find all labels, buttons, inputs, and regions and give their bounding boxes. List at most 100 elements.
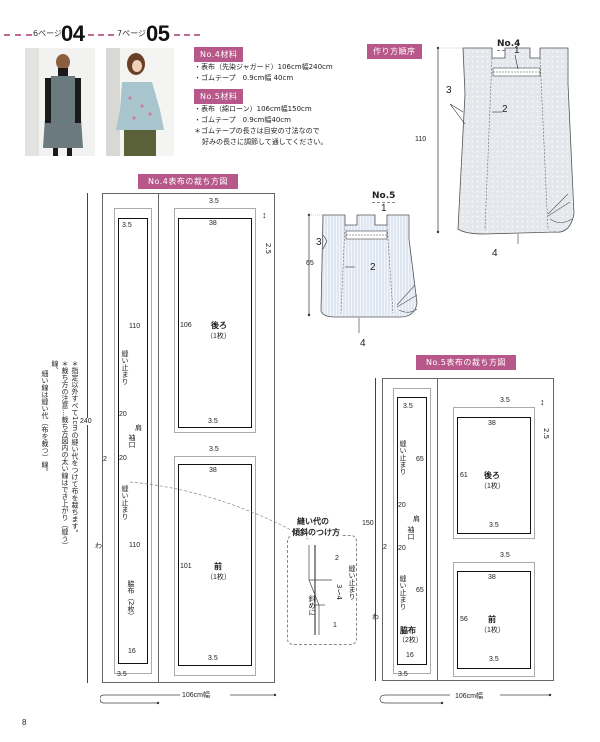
back-piece-seam xyxy=(457,417,531,534)
pattern-number-04: 04 xyxy=(61,21,85,46)
garment-no5-illustration xyxy=(307,213,418,333)
total-length-line xyxy=(375,378,376,681)
fabric-width: 106cm幅 xyxy=(182,692,211,699)
dim-label: 20 xyxy=(398,545,406,552)
total-length-line xyxy=(87,193,88,683)
arrow-icon: ↕ xyxy=(540,397,545,407)
stop-mark-label: 縫い止まり xyxy=(399,575,407,610)
dim-label: 2.5 xyxy=(542,428,550,440)
dim-label: 2 xyxy=(103,456,107,463)
dim-label: 56 xyxy=(460,616,468,623)
shoulder-label: 肩 xyxy=(135,425,142,432)
dim-label: 3.5 xyxy=(208,655,218,662)
piece-count: （1枚） xyxy=(206,333,231,340)
fabric-outline xyxy=(102,193,275,683)
piece-name: 前 xyxy=(488,615,496,624)
piece-name: 後ろ xyxy=(211,321,227,330)
materials-title-no4: No.4材料 xyxy=(194,47,244,62)
page-ref-04: 6ページ xyxy=(33,29,62,38)
side-panel-cut xyxy=(393,388,431,674)
dim-label: 3.5 xyxy=(209,198,219,205)
dim-label: 20 xyxy=(119,411,127,418)
dim-label: 3.5 xyxy=(500,397,510,404)
step-marker-2: 2 xyxy=(370,262,376,273)
header-dash xyxy=(88,34,114,36)
fold-label: わ xyxy=(372,614,379,621)
fabric-outline xyxy=(382,378,554,681)
photo-no5 xyxy=(106,48,174,156)
back-piece-seam xyxy=(178,218,252,428)
header-dash xyxy=(174,34,200,36)
dim-label: 3.5 xyxy=(122,222,132,229)
armhole-label: 袖口 xyxy=(407,526,415,540)
fabric-fold-line xyxy=(437,378,438,681)
page-ref-05: 7ページ xyxy=(117,29,146,38)
dim-label: 2 xyxy=(335,555,339,562)
dim-label: 1 xyxy=(333,622,337,629)
front-piece-cut xyxy=(174,456,256,676)
dim-label: 3.5 xyxy=(117,671,127,678)
dim-label: 3.5 xyxy=(398,671,408,678)
piece-name: 前 xyxy=(214,562,222,571)
dim-label: 16 xyxy=(128,648,136,655)
dim-label: 106 xyxy=(180,322,192,329)
diagonal-label: 斜めに xyxy=(308,595,316,616)
material-item: ・ゴムテープ 0.9cm幅40cm xyxy=(194,116,291,124)
pattern-number-05: 05 xyxy=(146,21,170,46)
dim-label: 2 xyxy=(383,544,387,551)
dim-label: 20 xyxy=(398,502,406,509)
front-piece-cut xyxy=(453,562,535,677)
material-item: ・表布（綿ローン）106cm幅150cm xyxy=(194,105,312,113)
stop-mark-label: 縫い止まり xyxy=(121,485,129,520)
step-marker-1: 1 xyxy=(514,45,520,56)
back-piece-cut xyxy=(174,208,256,433)
layout-no5-title: No.5表布の裁ち方図 xyxy=(416,355,516,370)
side-panel-seam xyxy=(118,218,148,664)
piece-count: （1枚） xyxy=(206,574,231,581)
dim-label: 65 xyxy=(416,587,424,594)
material-note: 好みの長さに調節して通してください。 xyxy=(202,138,328,146)
fabric-width-arrow xyxy=(379,693,552,705)
material-item: ・ゴムテープ 0.9cm幅 40cm xyxy=(194,74,294,82)
dim-label: 110 xyxy=(129,323,141,330)
dim-label: 16 xyxy=(406,652,414,659)
dim-label: 2.5 xyxy=(264,243,272,255)
piece-name: 後ろ xyxy=(484,471,500,480)
step-marker-3: 3 xyxy=(316,237,322,248)
detail-title: 傾斜のつけ方 xyxy=(290,527,342,538)
dim-label: 38 xyxy=(209,467,217,474)
dim-label: 65 xyxy=(416,456,424,463)
stop-mark-label: 縫い止まり xyxy=(348,565,356,600)
side-panel-cut xyxy=(114,208,152,674)
materials-title-no5: No.5材料 xyxy=(194,89,244,104)
dim-label: 3.5 xyxy=(403,403,413,410)
dim-label: 38 xyxy=(209,220,217,227)
total-length: 240 xyxy=(80,418,92,425)
dim-label: 3.5 xyxy=(209,446,219,453)
dim-label: 3.5 xyxy=(208,418,218,425)
side-panel-seam xyxy=(397,397,427,665)
step-marker-1: 1 xyxy=(381,203,387,214)
header-dash xyxy=(4,34,32,36)
detail-connector xyxy=(130,481,311,541)
front-piece-seam xyxy=(457,571,531,669)
material-item: ・表布（先染ジャガード）106cm幅240cm xyxy=(194,63,333,71)
front-piece-seam xyxy=(178,464,252,666)
step-marker-3: 3 xyxy=(446,85,452,96)
garment-no4-height: 110 xyxy=(415,136,427,143)
piece-count: （2枚） xyxy=(398,637,423,644)
dim-label: 61 xyxy=(460,472,468,479)
dim-label: 101 xyxy=(180,563,192,570)
stop-mark-label: 縫い止まり xyxy=(399,440,407,475)
fold-label: わ xyxy=(95,543,102,550)
piece-name: 脇布 xyxy=(400,626,416,635)
steps-title: 作り方順序 xyxy=(367,44,422,59)
dim-label: 20 xyxy=(119,455,127,462)
dim-label: 38 xyxy=(488,420,496,427)
step-marker-2: 2 xyxy=(502,104,508,115)
armhole-label: 袖口 xyxy=(128,434,136,448)
stop-mark-label: 縫い止まり xyxy=(121,350,129,385)
fabric-width: 106cm幅 xyxy=(455,693,484,700)
fabric-width-arrow xyxy=(100,693,277,705)
shoulder-label: 肩 xyxy=(413,516,420,523)
